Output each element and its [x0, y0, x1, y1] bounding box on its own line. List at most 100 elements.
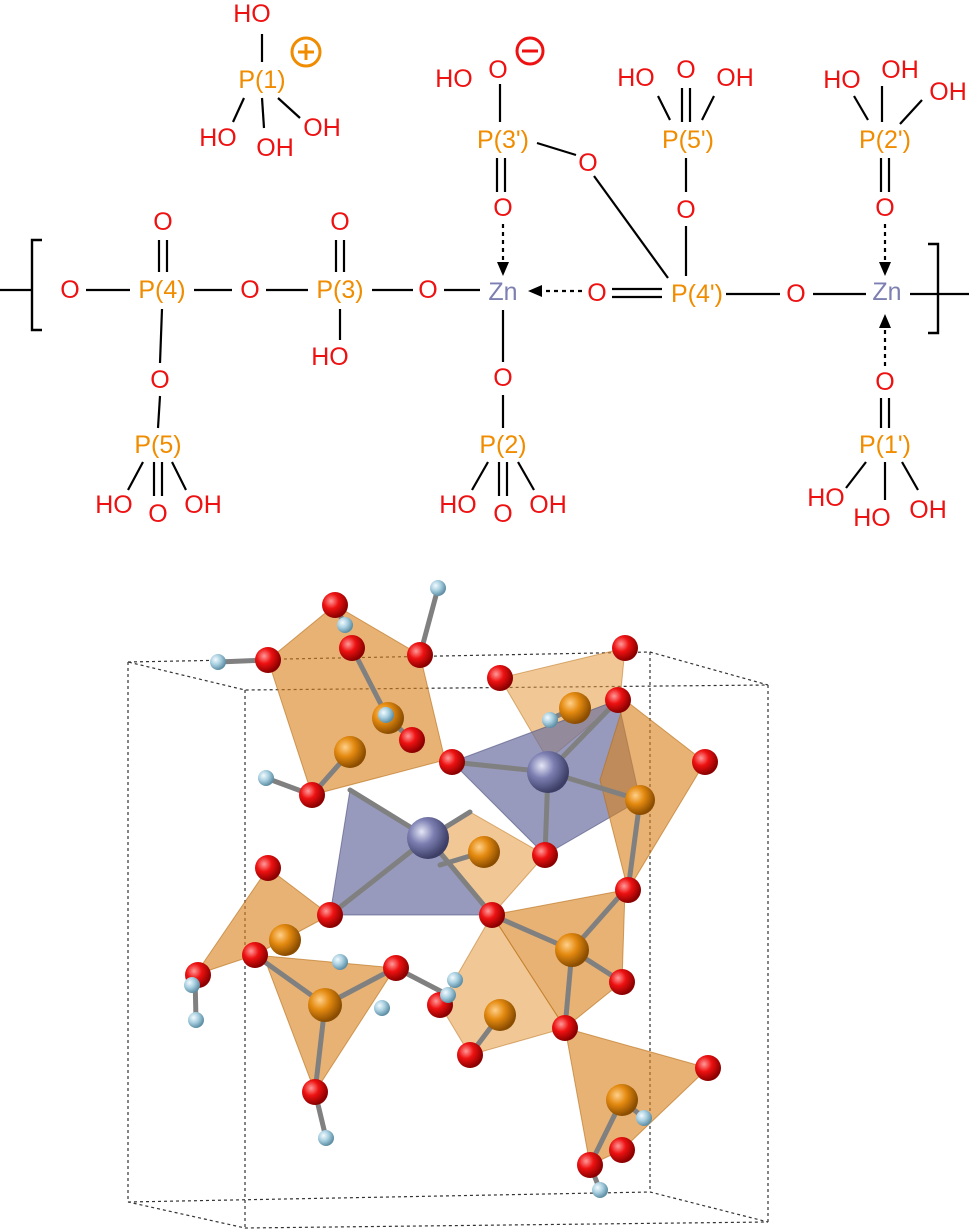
p3p-label: P(3') — [477, 126, 529, 154]
phosphorus-atom — [468, 836, 500, 868]
p1p-label: P(1') — [859, 431, 911, 459]
oxygen-atom — [457, 1042, 483, 1068]
phosphorus-atoms — [269, 692, 655, 1116]
crystal-structure-view — [127, 580, 769, 1229]
left-bracket — [30, 238, 42, 332]
hydrogen-atom — [592, 1182, 608, 1198]
p5-label: P(5) — [134, 431, 181, 459]
oxygen-atom — [383, 955, 409, 981]
p1p-oxo: O — [875, 368, 894, 396]
oxygen-atom — [695, 1055, 721, 1081]
oxygen-atom — [299, 782, 325, 808]
p1p-hydroxyl-bottom: HO — [853, 504, 891, 532]
zinc-atom — [407, 817, 449, 859]
oxygen-atom — [487, 665, 513, 691]
p3p-oxide: O — [488, 56, 507, 84]
hydrogen-atom — [184, 977, 200, 993]
phosphorus-atom — [555, 933, 589, 967]
polymer-brackets — [30, 238, 940, 335]
p1-hydroxyl-top: HO — [233, 0, 271, 28]
p2p-label: P(2') — [859, 126, 911, 154]
oxygen-atom — [339, 635, 365, 661]
oxygen-atom — [479, 902, 505, 928]
p1-hydroxyl-left: HO — [199, 124, 237, 152]
hydrogen-atom — [188, 1012, 204, 1028]
oxygen-atom — [322, 592, 348, 618]
p4-label: P(4) — [138, 276, 185, 304]
hydrogen-atom — [318, 1130, 334, 1146]
p1-hydroxyl-bottom: OH — [256, 134, 294, 162]
p5p-hydroxyl-right: OH — [716, 64, 754, 92]
p5p-oxo: O — [676, 56, 695, 84]
hydrogen-atom — [258, 770, 274, 786]
zinc-atoms — [407, 751, 569, 859]
p3-label: P(3) — [316, 276, 363, 304]
p5-oxo: O — [148, 500, 167, 528]
right-bracket — [928, 242, 940, 335]
p2-oxo: O — [493, 500, 512, 528]
p3p-hydroxyl: HO — [435, 65, 473, 93]
oxygen-atom — [255, 855, 281, 881]
oxygen-atom — [532, 842, 558, 868]
p1-hydroxyl-right: OH — [303, 114, 341, 142]
positive-charge-icon — [290, 36, 322, 68]
chain-oxygen-1: O — [60, 276, 79, 304]
p2-label: P(2) — [479, 431, 526, 459]
oxygen-atom — [302, 1079, 328, 1105]
p1p-hydroxyl-right: OH — [909, 496, 947, 524]
oxygen-atom — [552, 1015, 578, 1041]
chain-oxygen-3: O — [418, 276, 437, 304]
phosphorus-atom — [625, 785, 655, 815]
phosphorus-atom — [308, 988, 342, 1022]
schematic-bonds — [0, 34, 969, 500]
hydrogen-atom — [430, 580, 446, 596]
schematic-labels: HO P(1) HO OH OH O P(4) O O P(3) O HO O … — [60, 0, 966, 532]
hydrogen-atoms — [184, 580, 652, 1198]
oxygen-atom — [255, 647, 281, 673]
oxygen-atom — [615, 877, 641, 903]
p2-hydroxyl-left: HO — [439, 491, 477, 519]
phosphorus-atom — [559, 692, 591, 724]
zinc-atom — [527, 751, 569, 793]
p4p-oxo: O — [587, 279, 606, 307]
oxygen-atom — [407, 642, 433, 668]
chain-oxygen-2: O — [240, 276, 259, 304]
p5p-p4p-bridge-oxygen: O — [676, 196, 695, 224]
oxygen-atom — [577, 1152, 603, 1178]
negative-charge-icon — [515, 36, 545, 66]
p3-oxo: O — [330, 208, 349, 236]
hydrogen-atom — [332, 954, 348, 970]
oxygen-atom — [399, 727, 425, 753]
p1-label: P(1) — [238, 66, 285, 94]
oxygen-atom — [242, 942, 268, 968]
zn-label-1: Zn — [488, 278, 517, 306]
oxygen-atoms — [185, 592, 721, 1178]
p3-hydroxyl: HO — [311, 343, 349, 371]
p2p-hydroxyl-right: OH — [929, 78, 967, 106]
oxygen-atom — [605, 687, 631, 713]
p1p-hydroxyl-left: HO — [807, 484, 845, 512]
p5p-hydroxyl-left: HO — [617, 64, 655, 92]
zn-p2-bridge-oxygen: O — [493, 364, 512, 392]
p3p-oxo: O — [493, 194, 512, 222]
hydrogen-atom — [210, 654, 226, 670]
oxygen-atom — [612, 635, 638, 661]
p2p-hydroxyl-top: OH — [881, 56, 919, 84]
oxygen-atom — [609, 969, 635, 995]
phosphorus-atom — [269, 924, 301, 956]
oxygen-atom — [439, 749, 465, 775]
hydrogen-atom — [447, 972, 463, 988]
p5-hydroxyl-left: HO — [95, 491, 133, 519]
hydrogen-atom — [378, 707, 394, 723]
hydrogen-atom — [440, 987, 456, 1003]
phosphorus-atom — [606, 1084, 638, 1116]
phosphorus-atom — [334, 736, 366, 768]
oxygen-atom — [317, 902, 343, 928]
hydrogen-atom — [542, 712, 558, 728]
phosphorus-atom — [484, 999, 516, 1031]
p4-p5-bridge-oxygen: O — [150, 366, 169, 394]
phosphate-tetrahedron-top-left — [267, 604, 446, 796]
oxygen-atom — [692, 749, 718, 775]
p5-hydroxyl-right: OH — [184, 491, 222, 519]
